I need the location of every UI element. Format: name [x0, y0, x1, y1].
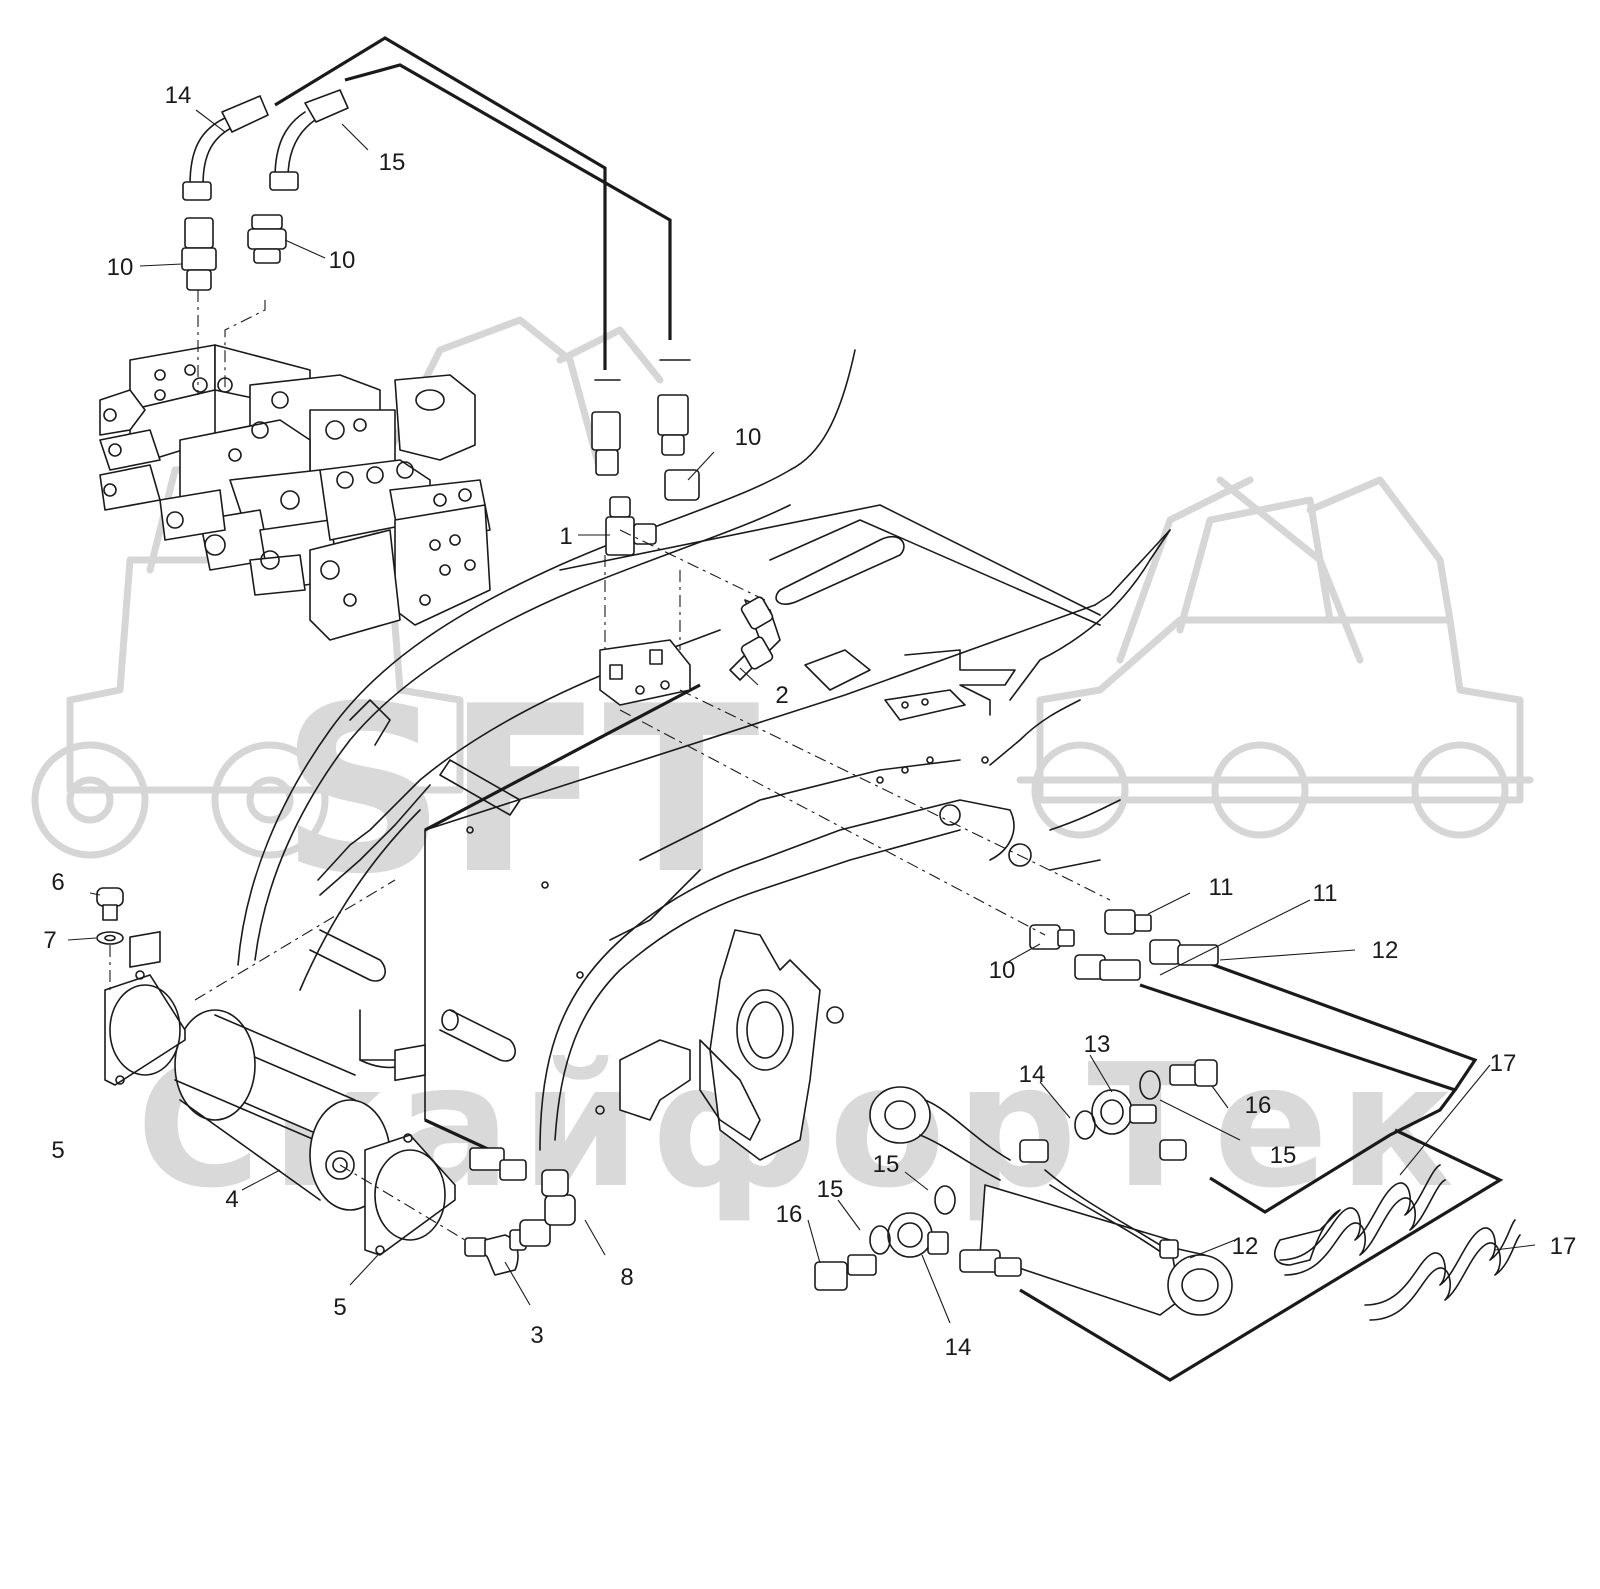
callout-16b: 16 — [776, 1201, 803, 1228]
callout-15b: 15 — [1270, 1142, 1297, 1169]
hose-spiral-guard-icon — [1274, 1164, 1521, 1321]
callout-11b: 15 — [379, 149, 406, 176]
callout-9: 10 — [107, 254, 134, 281]
callout-6: 6 — [51, 869, 64, 896]
banjo-fittings-lower-icon — [814, 1185, 1022, 1291]
callout-15d: 15 — [817, 1176, 844, 1203]
callout-10a: 10 — [329, 247, 356, 274]
callout-8: 8 — [620, 1264, 633, 1291]
callout-5a: 5 — [51, 1137, 64, 1164]
tee-fitting-icon — [591, 359, 700, 556]
hydraulic-control-valve-icon — [99, 344, 491, 641]
callout-10b: 10 — [735, 424, 762, 451]
callout-7: 7 — [43, 927, 56, 954]
callout-17b: 17 — [1550, 1233, 1577, 1260]
callout-3: 3 — [530, 1322, 543, 1349]
bolt-washer-icon — [96, 887, 124, 945]
callout-15a: 14 — [1019, 1061, 1046, 1088]
callout-5b: 5 — [333, 1294, 346, 1321]
manifold-block-icon — [599, 596, 781, 706]
callout-12b: 12 — [1372, 937, 1399, 964]
callout-12a: 11 — [1313, 880, 1338, 907]
callout-2: 2 — [775, 682, 788, 709]
callout-15c: 15 — [873, 1151, 900, 1178]
assembly-center-lines — [109, 290, 1111, 1241]
hydraulic-cylinder-icon — [869, 1086, 1233, 1316]
hose-end-fittings-right-icon — [1029, 909, 1219, 981]
hose-clamp-left-icon — [104, 930, 186, 1086]
callout-17a: 17 — [1490, 1050, 1517, 1077]
elbow-fitting-icon — [464, 1147, 576, 1276]
adapter-fittings-upper-icon — [181, 214, 287, 291]
watermark-excavator-right-icon — [1016, 476, 1534, 839]
callout-11a: 14 — [165, 82, 192, 109]
callout-13: 12 — [1232, 1233, 1259, 1260]
hose-elbow-fittings-icon — [182, 89, 349, 201]
leader-lines — [67, 109, 1536, 1324]
callout-10d: 11 — [1209, 874, 1234, 901]
loader-frame-icon — [237, 349, 1171, 1161]
callout-labels: 14 15 10 10 10 1 2 6 7 5 4 5 3 8 10 11 1… — [43, 82, 1576, 1361]
hose-clamp-right-icon — [364, 1044, 456, 1256]
watermark-logo: SFT — [280, 658, 760, 925]
callout-16a: 16 — [1245, 1092, 1272, 1119]
hose-lines — [274, 36, 1504, 1382]
accumulator-icon — [174, 1009, 391, 1211]
banjo-fittings-upper-icon — [1074, 1059, 1218, 1161]
callout-1: 1 — [559, 523, 572, 550]
callout-14a: 13 — [1084, 1031, 1111, 1058]
callout-10c: 10 — [989, 957, 1016, 984]
callout-14b: 14 — [945, 1334, 972, 1361]
callout-4: 4 — [225, 1186, 238, 1213]
